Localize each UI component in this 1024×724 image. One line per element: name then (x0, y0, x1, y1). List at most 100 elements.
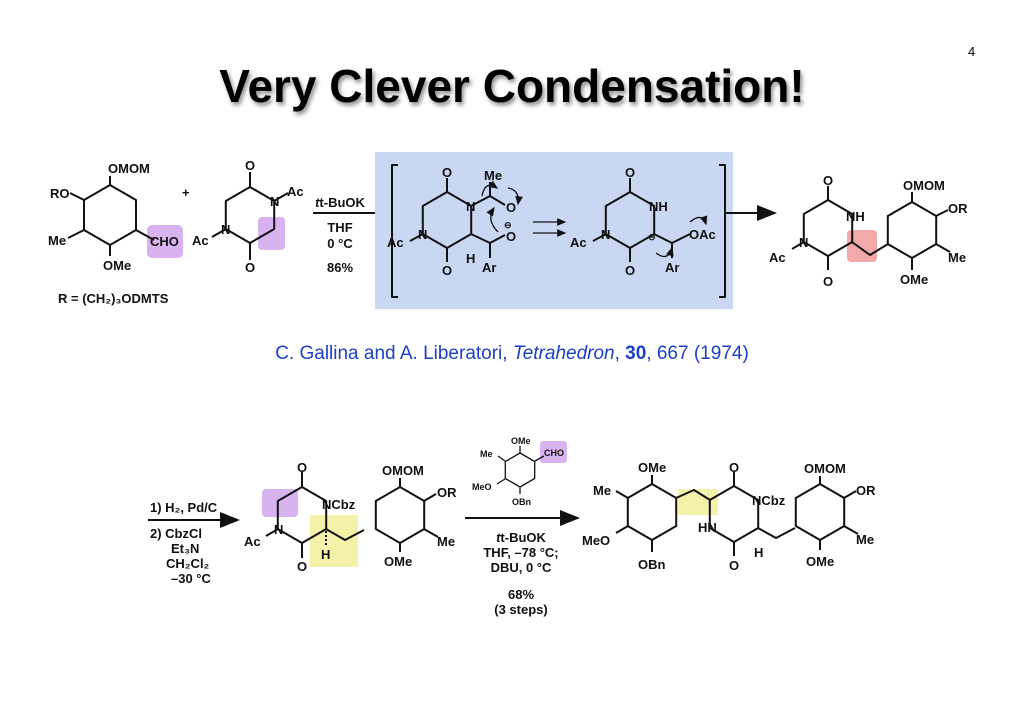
citation-pages-year: , 667 (1974) (646, 343, 748, 364)
label-omom: OMOM (382, 463, 424, 478)
condition-yield: 68% (508, 587, 534, 602)
ring (83, 184, 137, 246)
label-cho: CHO (150, 234, 179, 249)
label-ome: OMe (384, 554, 412, 569)
citation-volume: 30 (625, 343, 646, 364)
label-o: O (442, 263, 452, 278)
aldehyde-structure: OMOM RO Me OMe CHO R = (CH₂)₃ODMTS (48, 161, 183, 306)
label-meo: MeO (582, 533, 610, 548)
label-o: O (506, 200, 516, 215)
label-me: Me (948, 250, 966, 265)
reaction-arrow-3: 1) H₂, Pd/C 2) CbzCl Et₃N CH₂Cl₂ –30 °C (148, 500, 240, 586)
label-h: H (466, 251, 475, 266)
label-me: Me (484, 168, 502, 183)
label-ac: Ac (769, 250, 786, 265)
base-text: t-BuOK (319, 195, 365, 210)
bracket-right (719, 164, 726, 298)
ring (886, 201, 938, 259)
label-omom: OMOM (108, 161, 150, 176)
label-ncbz: NCbz (752, 493, 786, 508)
label-me: Me (856, 532, 874, 547)
condition-base: tt-BuOK (315, 195, 365, 210)
label-o: O (823, 173, 833, 188)
label-o: O (245, 158, 255, 173)
condition-step1: 1) H₂, Pd/C (150, 500, 218, 515)
label-ac: Ac (570, 235, 587, 250)
label-cho: CHO (544, 448, 564, 458)
label-n: N (274, 522, 283, 537)
condition-base: tt-BuOK (496, 530, 546, 545)
reagent-aldehyde-structure: OMe Me CHO MeO OBn (472, 436, 567, 507)
ring (794, 483, 846, 541)
label-o: O (625, 165, 635, 180)
label-n: N (270, 194, 279, 209)
condition-dbu: DBU, 0 °C (491, 560, 552, 575)
label-ome: OMe (638, 460, 666, 475)
label-n: N (418, 227, 427, 242)
label-ome: OMe (806, 554, 834, 569)
label-meo: MeO (472, 482, 492, 492)
label-ar: Ar (665, 260, 679, 275)
citation-journal: Tetrahedron (513, 343, 615, 364)
label-ac: Ac (387, 235, 404, 250)
negative-charge-icon: ⊖ (648, 232, 656, 242)
bottom-intermediate-structure: O NCbz Ac N O H OMOM OR Me OMe (244, 460, 457, 574)
label-me: Me (593, 483, 611, 498)
label-or: OR (856, 483, 876, 498)
label-nh: NH (846, 209, 865, 224)
condition-solvent-temp: THF, –78 °C; (483, 545, 558, 560)
label-o: O (729, 558, 739, 573)
reaction-arrow-1: tt-BuOK THF 0 °C 86% (313, 195, 392, 275)
label-h: H (321, 547, 330, 562)
ch-highlight (310, 515, 358, 567)
label-omom: OMOM (903, 178, 945, 193)
r-definition: R = (CH₂)₃ODMTS (58, 291, 169, 306)
reaction-arrow-4: tt-BuOK THF, –78 °C; DBU, 0 °C 68% (3 st… (465, 510, 580, 617)
label-me: Me (437, 534, 455, 549)
condition-temp: 0 °C (327, 236, 353, 251)
label-or: OR (948, 201, 968, 216)
condition-step2: 2) CbzCl (150, 526, 202, 541)
label-ncbz: NCbz (322, 497, 356, 512)
condition-solvent: CH₂Cl₂ (166, 556, 210, 571)
mechanism-background (375, 152, 733, 309)
citation-separator: , (615, 343, 626, 364)
slide-title: Very Clever Condensation! (219, 60, 804, 112)
label-hn: HN (698, 520, 717, 535)
label-me: Me (48, 233, 66, 248)
cho-highlight (147, 225, 183, 258)
condition-solvent: THF (327, 220, 352, 235)
ring (504, 452, 536, 488)
label-n: N (799, 235, 808, 250)
negative-charge-icon: ⊖ (504, 220, 512, 230)
label-o: O (729, 460, 739, 475)
label-or: OR (437, 485, 457, 500)
label-n: N (221, 222, 230, 237)
condition-reagent: Et₃N (171, 541, 199, 556)
label-obn: OBn (638, 557, 666, 572)
label-ome: OMe (511, 436, 531, 446)
ring (374, 486, 426, 544)
ch2-highlight (262, 489, 298, 517)
ring (626, 483, 678, 541)
label-oac: OAc (689, 227, 716, 242)
label-o: O (297, 559, 307, 574)
label-omom: OMOM (804, 461, 846, 476)
plus-sign: + (182, 185, 190, 200)
label-me: Me (480, 449, 493, 459)
label-o: O (625, 263, 635, 278)
bottom-product-structure: OMe Me MeO OBn O NCbz HN O H OMOM OR Me … (582, 460, 876, 573)
label-obn: OBn (512, 497, 531, 507)
top-product-structure: O NH Ac N O OMOM OR Me OMe (769, 173, 968, 289)
label-o: O (442, 165, 452, 180)
label-ro: RO (50, 186, 70, 201)
label-ac: Ac (287, 184, 304, 199)
ring (802, 199, 854, 257)
citation: C. Gallina and A. Liberatori, Tetrahedro… (275, 343, 749, 364)
condition-temp: –30 °C (171, 571, 212, 586)
page-number: 4 (968, 44, 975, 59)
label-o: O (297, 460, 307, 475)
label-o: O (245, 260, 255, 275)
label-ome: OMe (103, 258, 131, 273)
